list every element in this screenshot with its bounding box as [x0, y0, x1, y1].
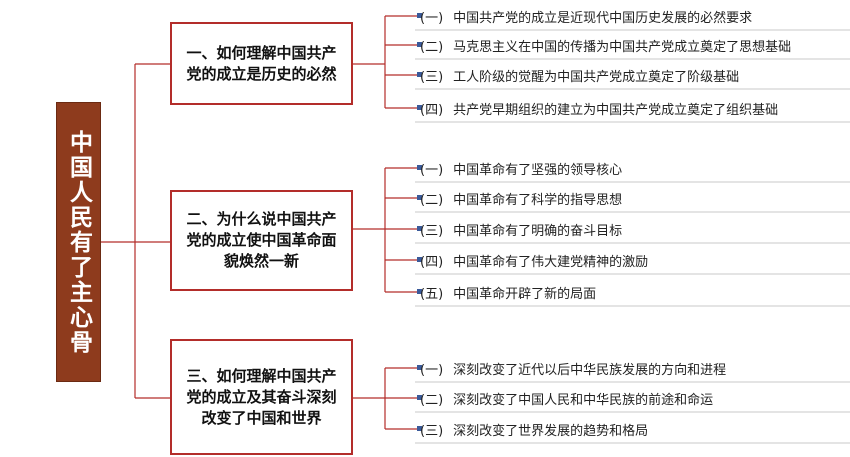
item-text: 中国革命有了明确的奋斗目标 — [453, 223, 623, 239]
item-number: (二) — [420, 392, 444, 408]
item-marker-icon — [417, 289, 422, 294]
section-2-item-2: (二) 中国革命有了科学的指导思想 — [420, 186, 622, 210]
item-marker-icon — [417, 72, 422, 77]
item-number: (一) — [420, 362, 444, 378]
section-2-item-5: (五) 中国革命开辟了新的局面 — [420, 280, 596, 304]
item-underline — [415, 181, 850, 307]
item-text: 深刻改变了中国人民和中华民族的前途和命运 — [453, 392, 714, 408]
item-text: 中国革命开辟了新的局面 — [453, 286, 597, 302]
section-2-title: 二、为什么说中国共产党的成立使中国革命面貌焕然一新 — [186, 210, 337, 270]
item-underline — [415, 381, 850, 444]
section-3-item-1: (一) 深刻改变了近代以后中华民族发展的方向和进程 — [420, 356, 726, 380]
item-number: (三) — [420, 223, 444, 239]
root-topic: 中国人民有了主心骨 — [56, 102, 101, 382]
section-2-connector — [353, 167, 420, 293]
item-marker-icon — [417, 195, 422, 200]
item-text: 共产党早期组织的建立为中国共产党成立奠定了组织基础 — [453, 102, 779, 118]
item-marker-icon — [417, 165, 422, 170]
section-2-box: 二、为什么说中国共产党的成立使中国革命面貌焕然一新 — [170, 190, 353, 291]
section-3-connector — [353, 367, 420, 430]
root-connector — [101, 63, 170, 399]
item-number: (一) — [420, 162, 444, 178]
item-marker-icon — [417, 42, 422, 47]
item-marker-icon — [417, 257, 422, 262]
item-text: 工人阶级的觉醒为中国共产党成立奠定了阶级基础 — [453, 69, 740, 85]
item-number: (三) — [420, 423, 444, 439]
item-number: (四) — [420, 102, 444, 118]
item-text: 马克思主义在中国的传播为中国共产党成立奠定了思想基础 — [453, 39, 792, 55]
section-1-item-1: (一) 中国共产党的成立是近现代中国历史发展的必然要求 — [420, 4, 752, 28]
section-2-item-3: (三) 中国革命有了明确的奋斗目标 — [420, 217, 622, 241]
item-text: 中国革命有了科学的指导思想 — [453, 192, 623, 208]
section-3-box: 三、如何理解中国共产党的成立及其奋斗深刻改变了中国和世界 — [170, 339, 353, 455]
section-3-title: 三、如何理解中国共产党的成立及其奋斗深刻改变了中国和世界 — [186, 366, 337, 427]
item-underline — [415, 29, 850, 123]
item-marker-icon — [417, 426, 422, 431]
section-1-title: 一、如何理解中国共产党的成立是历史的必然 — [186, 43, 337, 83]
item-text: 中国革命有了坚强的领导核心 — [453, 162, 623, 178]
item-marker-icon — [417, 365, 422, 370]
item-number: (二) — [420, 39, 444, 55]
item-number: (三) — [420, 69, 444, 85]
item-number: (二) — [420, 192, 444, 208]
section-1-item-3: (三) 工人阶级的觉醒为中国共产党成立奠定了阶级基础 — [420, 63, 739, 87]
item-number: (一) — [420, 10, 444, 26]
section-2-item-4: (四) 中国革命有了伟大建党精神的激励 — [420, 248, 648, 272]
item-marker-icon — [417, 13, 422, 18]
item-text: 中国革命有了伟大建党精神的激励 — [453, 254, 649, 270]
section-1-connector — [353, 15, 420, 109]
item-marker-icon — [417, 395, 422, 400]
section-3-item-2: (二) 深刻改变了中国人民和中华民族的前途和命运 — [420, 386, 713, 410]
section-1-item-2: (二) 马克思主义在中国的传播为中国共产党成立奠定了思想基础 — [420, 33, 791, 57]
item-marker-icon — [417, 105, 422, 110]
section-2-item-1: (一) 中国革命有了坚强的领导核心 — [420, 156, 622, 180]
item-number: (四) — [420, 254, 444, 270]
section-1-box: 一、如何理解中国共产党的成立是历史的必然 — [170, 22, 353, 105]
item-text: 中国共产党的成立是近现代中国历史发展的必然要求 — [453, 10, 753, 26]
section-3-item-3: (三) 深刻改变了世界发展的趋势和格局 — [420, 417, 648, 441]
item-text: 深刻改变了世界发展的趋势和格局 — [453, 423, 649, 439]
root-title: 中国人民有了主心骨 — [65, 129, 92, 355]
section-1-item-4: (四) 共产党早期组织的建立为中国共产党成立奠定了组织基础 — [420, 96, 778, 120]
item-marker-icon — [417, 226, 422, 231]
item-number: (五) — [420, 286, 444, 302]
item-text: 深刻改变了近代以后中华民族发展的方向和进程 — [453, 362, 727, 378]
